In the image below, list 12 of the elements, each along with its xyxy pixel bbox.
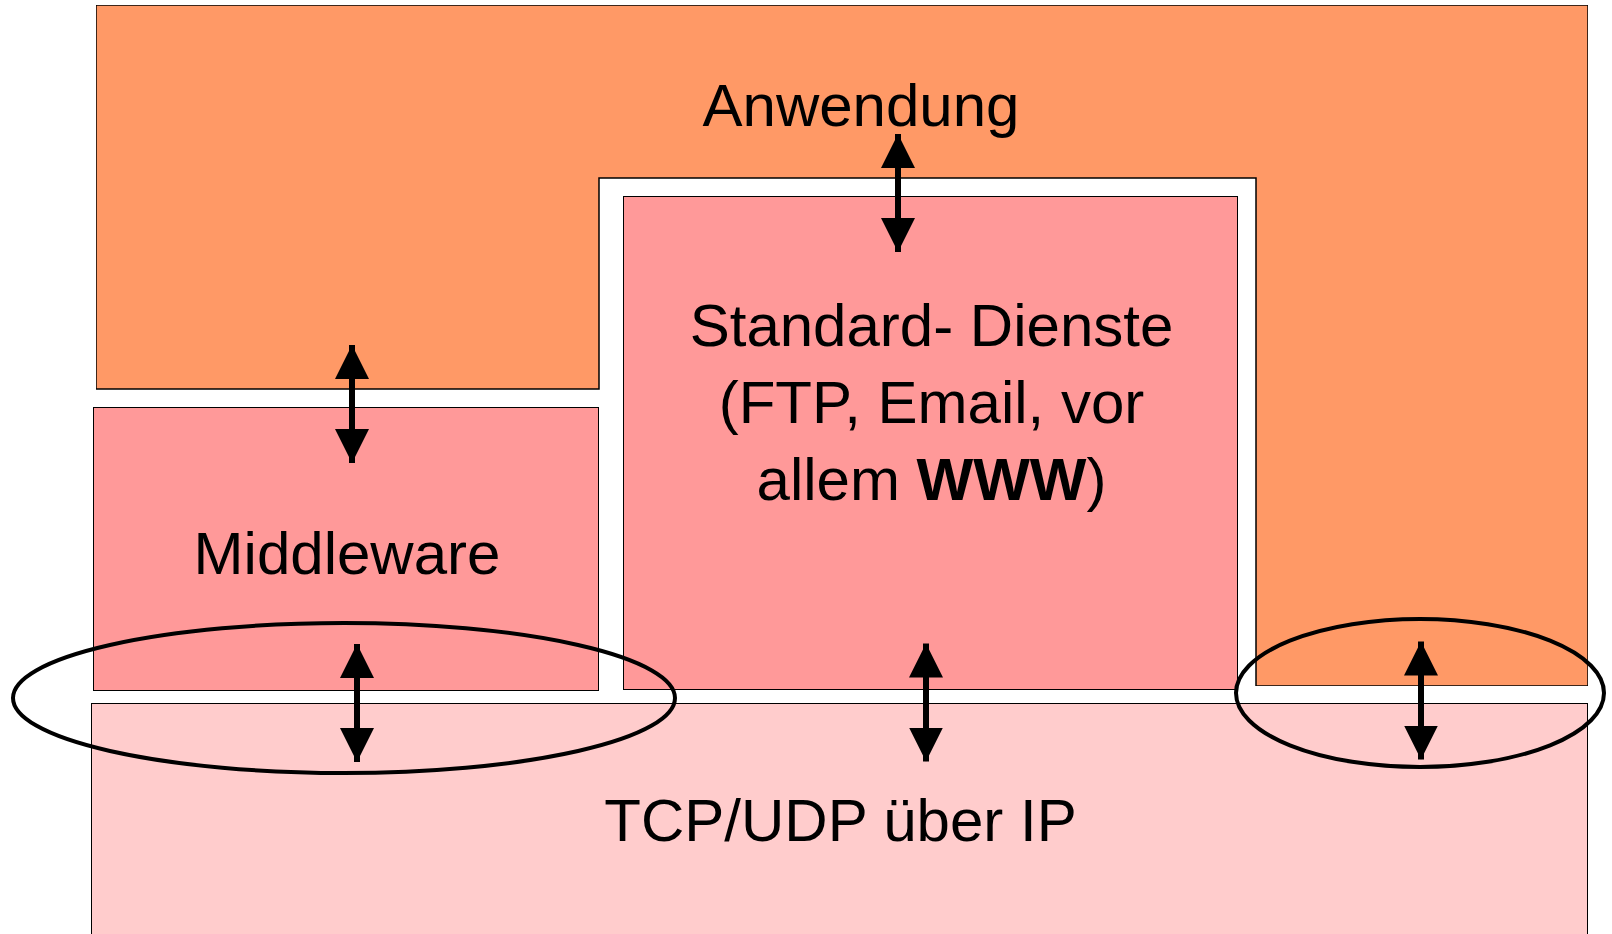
middleware-box xyxy=(93,407,599,691)
double-arrow xyxy=(1404,641,1438,760)
double-arrow xyxy=(909,643,943,762)
layer-label: Standard- Dienste (FTP, Email, vor allem WWW) xyxy=(688,291,1175,515)
layer-label: Anwendung xyxy=(701,71,1021,141)
double-arrow xyxy=(335,345,369,463)
layer-label: Middleware xyxy=(192,519,502,589)
double-arrow xyxy=(881,134,915,252)
transport-layer-box xyxy=(91,703,1588,934)
layer-label: TCP/UDP über IP xyxy=(603,786,1078,856)
double-arrow xyxy=(340,644,374,762)
standard-services-box xyxy=(623,196,1238,690)
